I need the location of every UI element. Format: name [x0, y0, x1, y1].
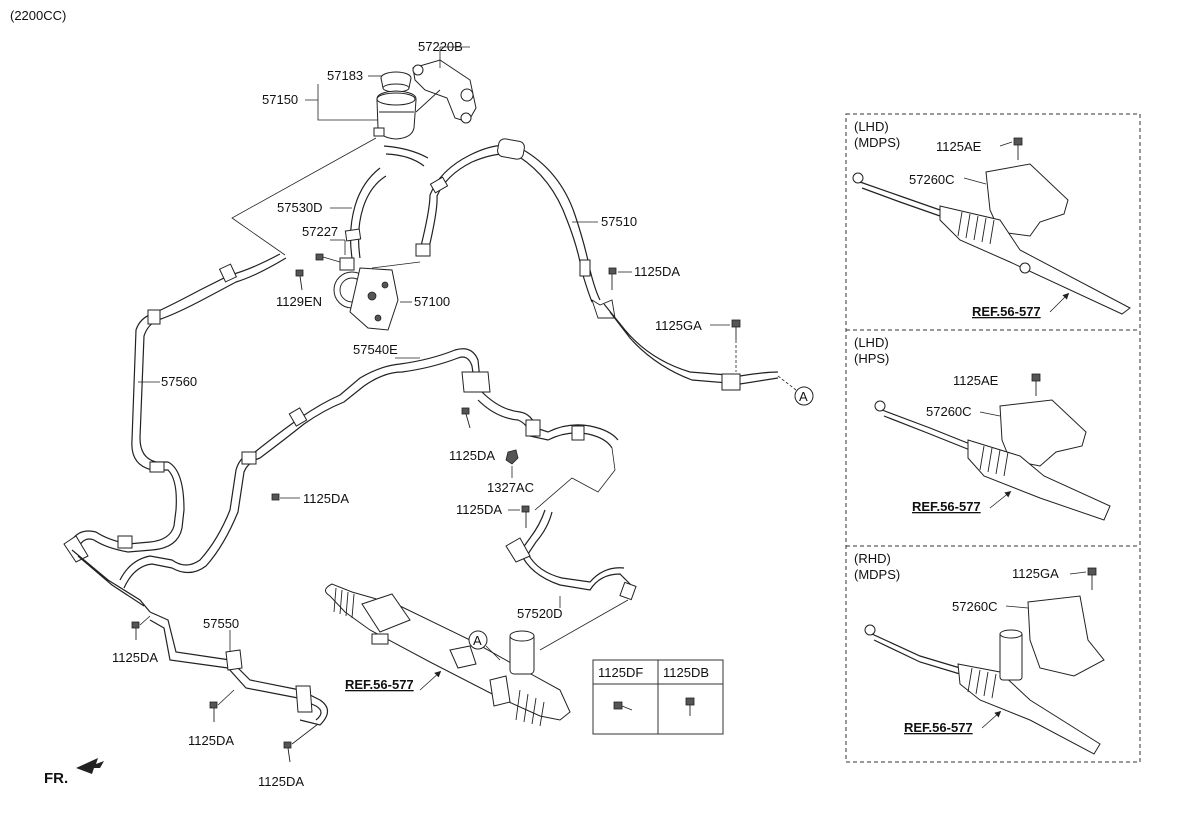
inset2-bolt-1125ae[interactable]: [1031, 373, 1041, 396]
pressure-tube-57520d[interactable]: [519, 509, 633, 591]
bolt-1125db-icon: [685, 697, 695, 716]
inset3-ref-56-577[interactable]: REF.56-577: [904, 720, 973, 735]
power-steering-pump[interactable]: [333, 257, 399, 331]
steering-gear-rack[interactable]: [325, 583, 571, 727]
reservoir-tank[interactable]: [373, 90, 417, 140]
bolt-1125da-f[interactable]: [209, 701, 218, 722]
pressure-hose[interactable]: [419, 144, 601, 303]
inset-rhd-mdps: (RHD) (MDPS) 1125GA 57260C REF.56-577: [854, 551, 1105, 755]
reservoir-cap[interactable]: [380, 71, 412, 93]
part-57530d[interactable]: 57530D: [277, 200, 323, 215]
part-1125da-c[interactable]: 1125DA: [303, 491, 349, 506]
bolt-1125da-b[interactable]: [461, 407, 471, 429]
suction-hose[interactable]: [349, 145, 429, 259]
part-57540e[interactable]: 57540E: [353, 342, 398, 357]
part-1125da-d[interactable]: 1125DA: [456, 502, 502, 517]
part-1129en[interactable]: 1129EN: [276, 294, 322, 309]
part-1125da-g[interactable]: 1125DA: [258, 774, 304, 789]
front-arrow-icon: [76, 758, 104, 774]
part-1125da-e[interactable]: 1125DA: [112, 650, 158, 665]
inset3-drive-label: (RHD): [854, 551, 891, 566]
inset1-drive-label: (LHD): [854, 119, 889, 134]
fastener-header-1125df: 1125DF: [598, 665, 643, 680]
return-hose[interactable]: [71, 253, 287, 553]
nut-1327ac[interactable]: [505, 449, 519, 465]
inset2-cover[interactable]: [999, 399, 1087, 467]
bolt-1125da-a[interactable]: [608, 267, 617, 290]
reservoir-bracket[interactable]: [412, 59, 477, 124]
bolt-1125ga-a[interactable]: [731, 319, 741, 340]
inset2-drive-label: (LHD): [854, 335, 889, 350]
inset2-type-label: (HPS): [854, 351, 889, 366]
inset2-ref-56-577[interactable]: REF.56-577: [912, 499, 981, 514]
inset3-cover[interactable]: [1027, 595, 1105, 677]
inset3-bolt-1125ga[interactable]: [1087, 567, 1097, 590]
inset2-cover-label[interactable]: 57260C: [926, 404, 972, 419]
callout-a-rack-label: A: [473, 633, 482, 648]
part-57220b[interactable]: 57220B: [418, 39, 463, 54]
inset1-bolt-1125ae[interactable]: [1013, 137, 1023, 160]
bolt-57227[interactable]: [315, 253, 341, 263]
inset3-type-label: (MDPS): [854, 567, 900, 582]
part-57227[interactable]: 57227: [302, 224, 338, 239]
engine-variant-label: (2200CC): [10, 8, 66, 23]
inset-frame: [845, 113, 1141, 763]
part-1327ac[interactable]: 1327AC: [487, 480, 534, 495]
inset1-bolt-label[interactable]: 1125AE: [936, 139, 982, 154]
callout-a-label: A: [799, 389, 808, 404]
bolt-1125da-d[interactable]: [521, 505, 530, 528]
part-1125da-f[interactable]: 1125DA: [188, 733, 234, 748]
part-57560[interactable]: 57560: [161, 374, 197, 389]
part-57520d[interactable]: 57520D: [517, 606, 563, 621]
fastener-header-1125db: 1125DB: [663, 665, 709, 680]
part-57550[interactable]: 57550: [203, 616, 239, 631]
callout-a-marker[interactable]: [794, 386, 814, 406]
inset1-cover-label[interactable]: 57260C: [909, 172, 955, 187]
bolt-1129en[interactable]: [295, 269, 304, 291]
part-1125ga-a[interactable]: 1125GA: [655, 318, 702, 333]
part-1125da-a[interactable]: 1125DA: [634, 264, 680, 279]
bolt-1125da-e[interactable]: [131, 621, 140, 640]
bolt-1125df-icon: [613, 701, 633, 711]
inset-lhd-mdps: (LHD) (MDPS) 1125AE 57260C REF.56-577: [852, 119, 1131, 319]
fastener-table: [592, 659, 724, 735]
inset1-type-label: (MDPS): [854, 135, 900, 150]
front-direction-label: FR.: [44, 770, 68, 787]
part-57100[interactable]: 57100: [414, 294, 450, 309]
bolt-1125da-c[interactable]: [271, 493, 280, 501]
inset1-cover[interactable]: [985, 163, 1069, 237]
part-1125da-b[interactable]: 1125DA: [449, 448, 495, 463]
inset2-bolt-label[interactable]: 1125AE: [953, 373, 999, 388]
part-57150[interactable]: 57150: [262, 92, 298, 107]
part-57510[interactable]: 57510: [601, 214, 637, 229]
inset3-bolt-label[interactable]: 1125GA: [1012, 566, 1059, 581]
inset3-cover-label[interactable]: 57260C: [952, 599, 998, 614]
callout-a-rack-marker[interactable]: [468, 630, 488, 650]
part-57183[interactable]: 57183: [327, 68, 363, 83]
bolt-1125da-g[interactable]: [283, 741, 292, 763]
return-tube[interactable]: [119, 348, 481, 589]
inset1-ref-56-577[interactable]: REF.56-577: [972, 304, 1041, 319]
inset-lhd-hps: (LHD) (HPS) 1125AE 57260C REF.56-577: [854, 335, 1111, 521]
cooler-tube-57550[interactable]: [149, 611, 329, 726]
ref-56-577-main[interactable]: REF.56-577: [345, 677, 414, 692]
